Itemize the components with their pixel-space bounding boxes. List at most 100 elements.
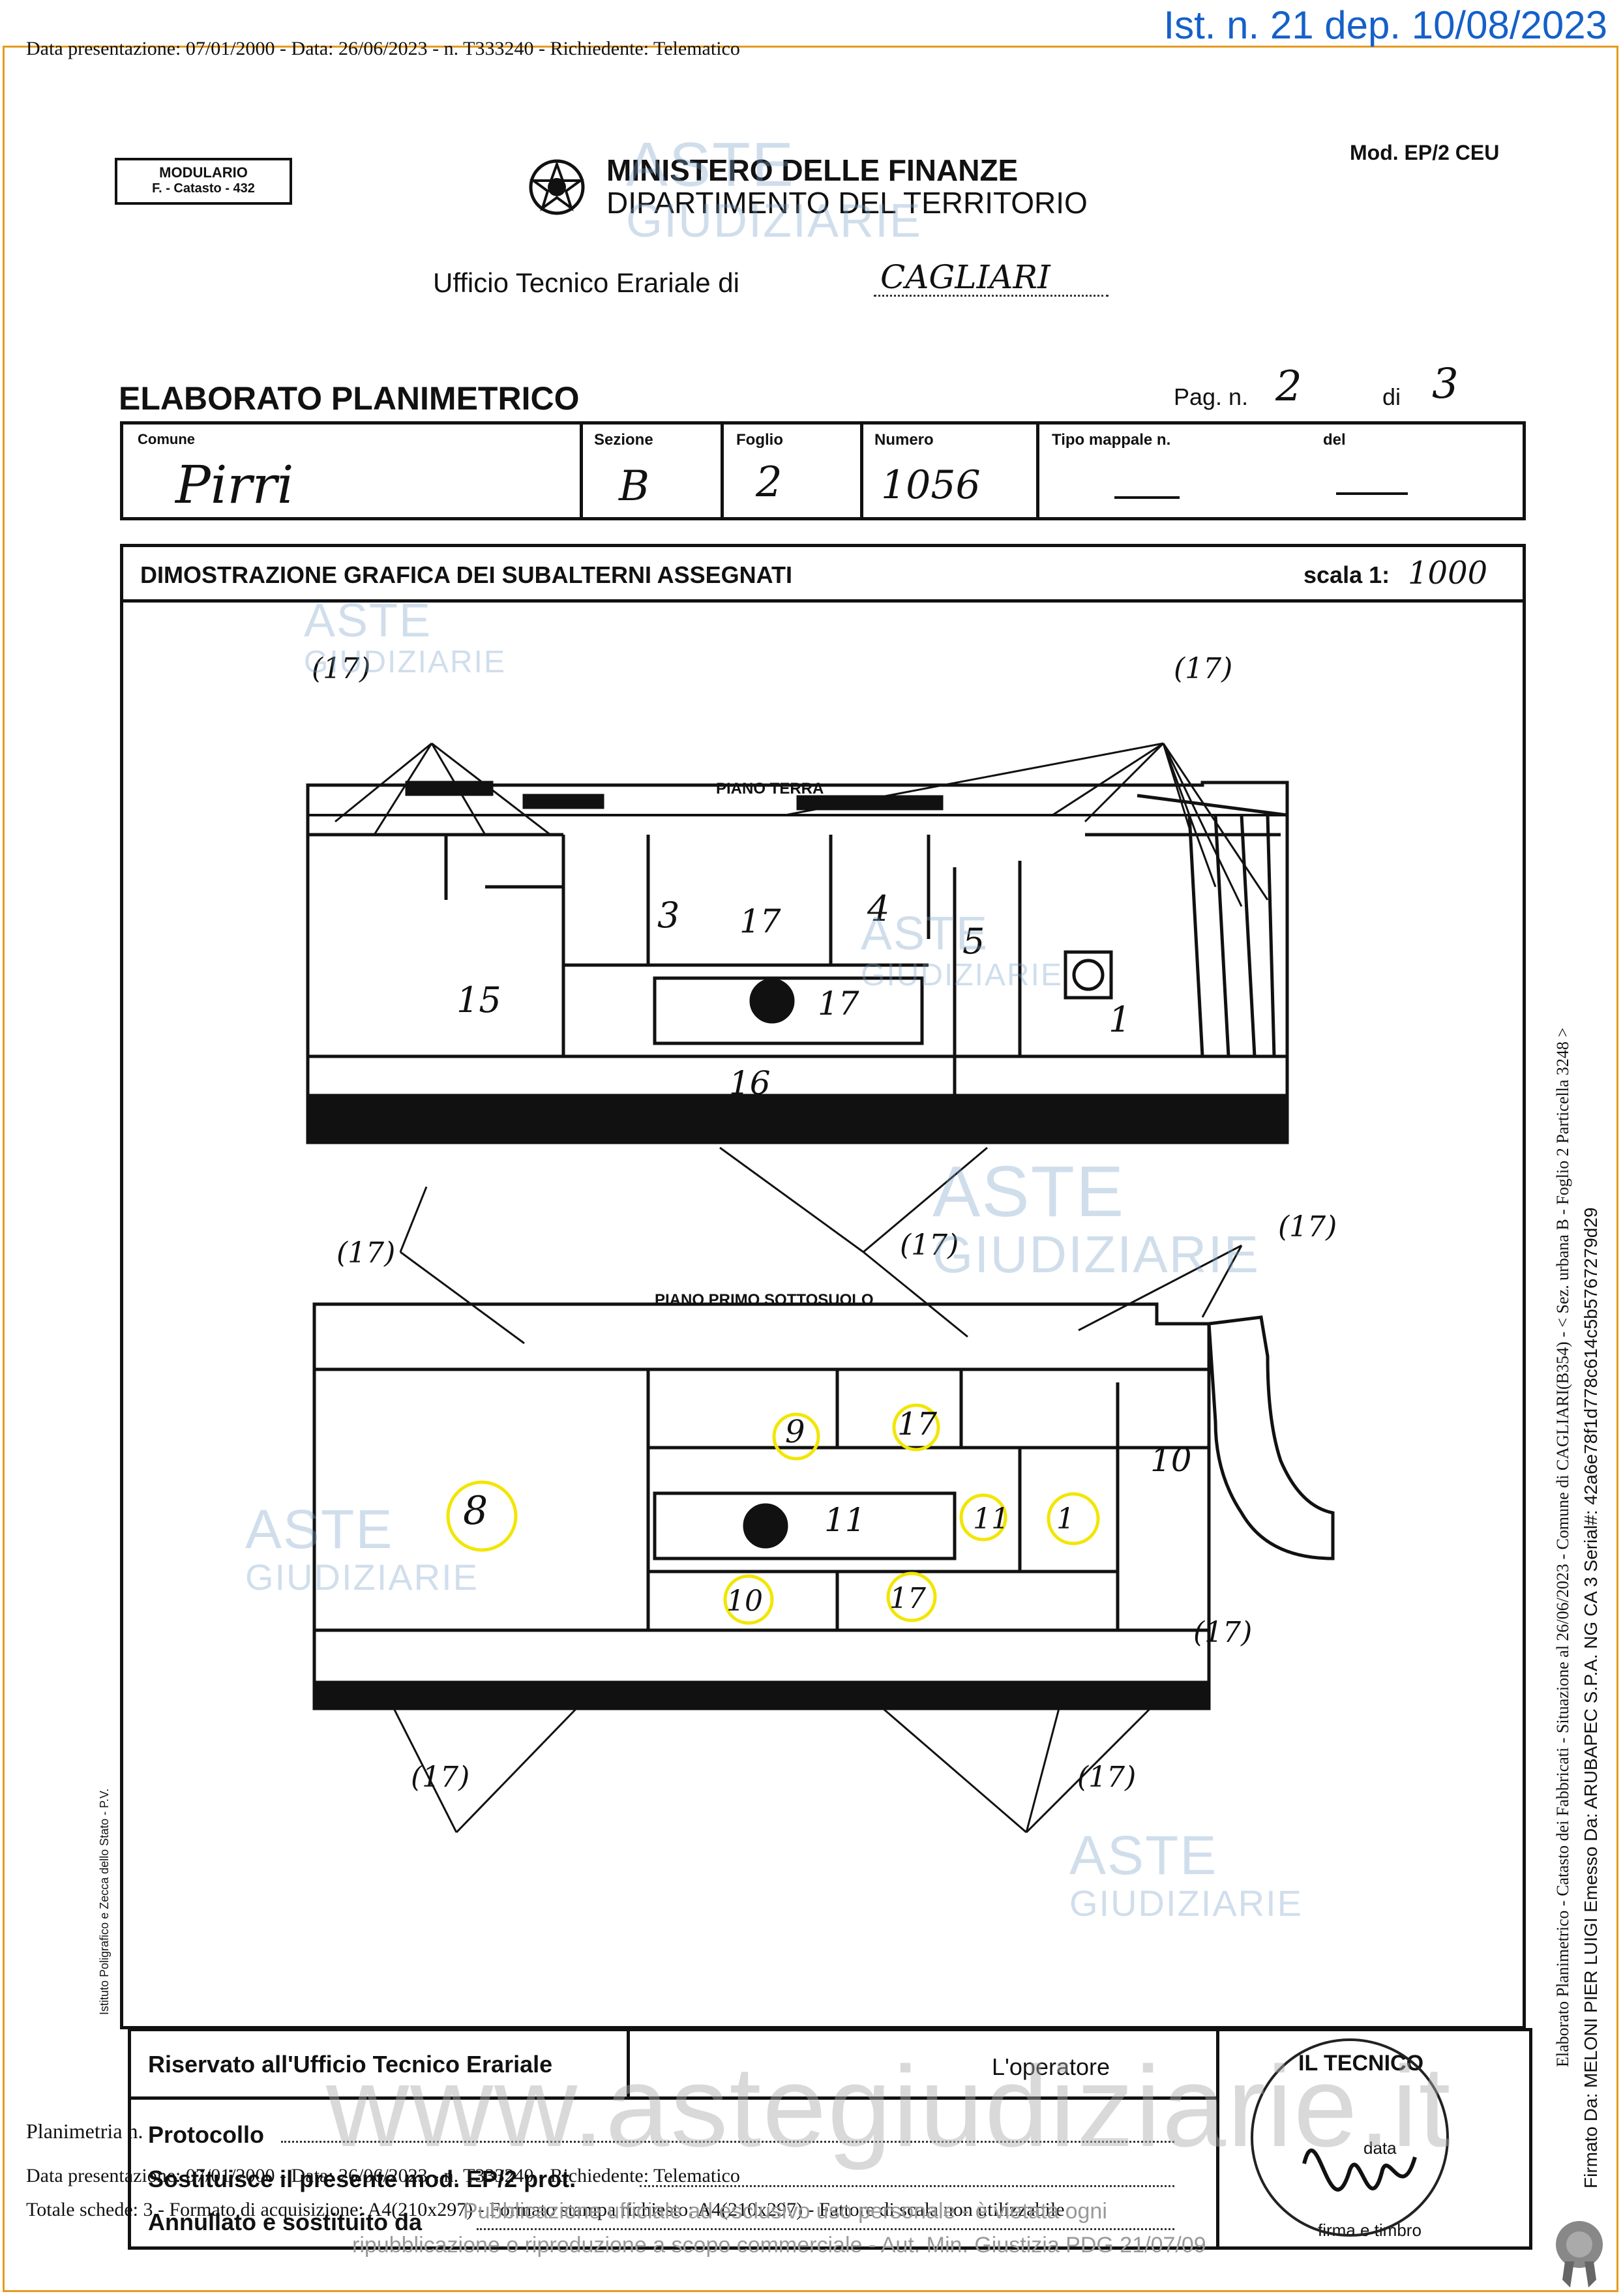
disclaimer-line1: Pubblicazione ufficiale ad esclusivo uso… [463,2199,1107,2224]
cadastral-row: Comune Pirri Sezione B Foglio 2 Numero 1… [120,421,1526,520]
callout-17: (17) [1278,1210,1337,1244]
comune-label: Comune [138,431,195,447]
del-label: del [1323,431,1346,449]
reserved-label: Riservato all'Ufficio Tecnico Erariale [148,2051,553,2078]
replaces-label: Sostituisce il presente mod. EP/2 prot. [148,2166,576,2192]
col-divider [580,425,583,517]
unit-label: 10 [1150,1441,1192,1479]
unit-label: 17 [889,1582,926,1615]
side-line1: Elaborato Planimetrico - Catasto dei Fab… [1553,1027,1572,2067]
unit-label: 3 [657,895,680,936]
page-border [3,46,1618,2292]
upper-floor-label: PIANO TERRA [716,780,824,798]
modulario-line1: MODULARIO [159,164,248,181]
tipo-label: Tipo mappale n. [1052,431,1171,449]
unit-label: 17 [739,902,781,940]
callout-17: (17) [1077,1761,1137,1794]
footer-row [131,2031,1216,2100]
ministry-line1: MINISTERO DELLE FINANZE [606,153,1019,187]
unit-label: 1 [1109,999,1131,1040]
foglio-label: Foglio [736,431,783,449]
del-dash [1336,492,1408,495]
form-title: ELABORATO PLANIMETRICO [119,380,580,417]
lower-floor-label: PIANO PRIMO SOTTOSUOLO [655,1291,874,1309]
emblem-icon [529,159,585,215]
numero-label: Numero [874,431,934,449]
unit-label: 17 [897,1406,938,1442]
seal-icon [1556,2221,1603,2288]
tipo-dash [1114,496,1180,499]
callout-17: (17) [411,1761,470,1794]
deposit-stamp: Ist. n. 21 dep. 10/08/2023 [1163,3,1607,47]
unit-label: 17 [818,985,859,1022]
modulario-line2: F. - Catasto - 432 [152,181,255,196]
totals-line: Totale schede: 3 - Formato di acquisizio… [26,2199,1065,2220]
unit-label: 9 [785,1414,805,1450]
office-underline [874,295,1109,297]
date-label: data [1363,2138,1397,2158]
col-divider [1216,2031,1219,2246]
scale-value: 1000 [1408,555,1488,591]
protocol-label: Protocollo [148,2121,264,2148]
presentation-line: Data presentazione: 07/01/2000 - Data: 2… [26,38,740,59]
unit-label: 11 [824,1501,866,1539]
cancelled-label: Annullato e sostituito da [148,2209,422,2235]
unit-label: 11 [973,1502,1009,1536]
unit-label: 15 [456,979,501,1021]
signature-label: firma e timbro [1318,2220,1422,2240]
unit-label: 16 [729,1064,771,1102]
unit-label: 1 [1056,1502,1075,1536]
unit-label: 4 [867,888,890,929]
col-divider [1036,425,1039,517]
unit-label: 8 [463,1488,488,1534]
drawing-frame: DIMOSTRAZIONE GRAFICA DEI SUBALTERNI ASS… [120,544,1526,2029]
page-value: 2 [1275,363,1302,411]
model-code: Mod. EP/2 CEU [1350,141,1500,164]
unit-label: 10 [726,1585,763,1618]
drawing-title-divider [123,599,1523,603]
numero-value: 1056 [881,462,981,508]
planimetria-line: Planimetria n. [26,2119,143,2143]
scale-label: scala 1: [1303,561,1390,588]
callout-17: (17) [1174,652,1233,685]
modulario-box: MODULARIO F. - Catasto - 432 [115,158,292,205]
protocol-line [281,2141,1174,2143]
page-of-label: di [1382,383,1401,410]
page-total: 3 [1432,360,1459,408]
col-divider [860,425,863,517]
upper-floor-outline [306,781,1289,1097]
sezione-label: Sezione [594,431,653,449]
operator-label: L'operatore [992,2053,1110,2080]
site-watermark: www.astegiudiziarie.it [326,2043,1452,2171]
col-divider [627,2031,630,2096]
callout-17: (17) [1193,1616,1253,1649]
floor-plan [306,742,1335,1834]
section-title: DIMOSTRAZIONE GRAFICA DEI SUBALTERNI ASS… [140,561,793,588]
side-line2: Firmato Da: MELONI PIER LUIGI Emesso Da:… [1581,1207,1601,2189]
page-label: Pag. n. [1174,383,1249,410]
replaces-line [640,2185,1174,2187]
footer-box: Riservato all'Ufficio Tecnico Erariale L… [128,2028,1532,2250]
callout-17: (17) [900,1229,959,1262]
foglio-value: 2 [756,458,782,507]
presentation-line-footer: Data presentazione: 07/01/2000 - Data: 2… [26,2165,740,2186]
office-value: CAGLIARI [880,258,1050,296]
disclaimer-line2: ripubblicazione o riproduzione a scopo c… [352,2233,1206,2258]
callout-17: (17) [312,652,371,685]
printer-note: Istituto Poligrafico e Zecca dello Stato… [98,1788,111,2015]
ministry-line2: DIPARTIMENTO DEL TERRITORIO [606,186,1088,220]
comune-value: Pirri [175,455,294,515]
callout-17: (17) [336,1236,396,1270]
stamp-signature [1251,2038,1449,2237]
sezione-value: B [619,462,650,511]
col-divider [721,425,724,517]
cancelled-line [477,2228,1174,2230]
office-label: Ufficio Tecnico Erariale di [433,267,739,298]
unit-label: 5 [962,921,985,962]
